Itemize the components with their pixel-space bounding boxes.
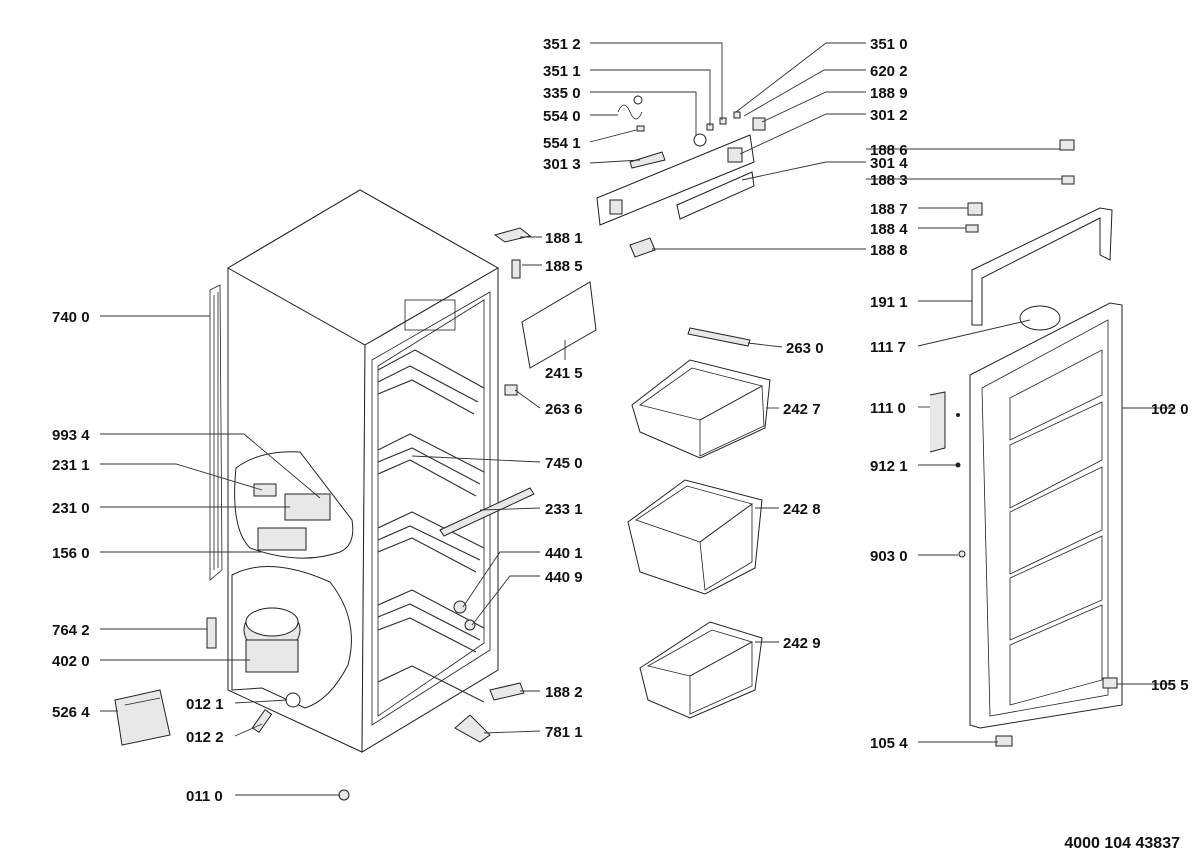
label-1881: 188 1 [545,230,583,247]
door-1020 [969,302,1123,729]
door-seal-1911 [971,207,1113,326]
label-2428: 242 8 [783,501,821,518]
label-1889: 188 9 [870,85,908,102]
label-5541: 554 1 [543,135,581,152]
label-3510: 351 0 [870,36,908,53]
label-7811: 781 1 [545,724,583,741]
label-3350: 335 0 [543,85,581,102]
part-2636 [504,384,518,396]
part-7811 [454,714,491,743]
label-1020: 102 0 [1151,401,1189,418]
control-housing [596,95,766,226]
label-1885: 188 5 [545,258,583,275]
label-3512: 351 2 [543,36,581,53]
label-2630: 263 0 [786,340,824,357]
label-1884: 188 4 [870,221,908,238]
label-1055: 105 5 [1151,677,1189,694]
condenser [209,284,223,581]
document-number: 4000 104 43837 [1064,835,1180,852]
label-7642: 764 2 [52,622,90,639]
label-0121: 012 1 [186,696,224,713]
part-1885 [511,259,521,279]
label-3511: 351 1 [543,63,581,80]
label-6202: 620 2 [870,63,908,80]
relay-box [114,689,171,746]
label-7450: 745 0 [545,455,583,472]
label-1911: 191 1 [870,294,908,311]
label-3014: 301 4 [870,155,908,172]
bar-2331 [439,487,535,537]
part-9030 [958,550,966,558]
capacitor [251,708,273,734]
label-1886: 188 6 [870,142,908,159]
part-1887 [967,202,983,216]
screw-9121 [955,462,961,468]
label-1883: 188 3 [870,172,908,189]
label-0110: 011 0 [186,788,223,805]
label-2331: 233 1 [545,501,583,518]
control-panel-detail [234,451,354,559]
flap-2415 [521,281,597,369]
part-1886 [1059,139,1075,151]
label-9934: 993 4 [52,427,90,444]
label-1054: 105 4 [870,735,908,752]
label-2427: 242 7 [783,401,821,418]
label-2311: 231 1 [52,457,90,474]
label-2415: 241 5 [545,365,583,382]
label-3013: 301 3 [543,156,581,173]
part-4401 [453,600,467,614]
label-1887: 188 7 [870,201,908,218]
label-7400: 740 0 [52,309,90,326]
basket-2428 [627,479,763,595]
part-1884 [965,224,979,233]
part-labels: 351 2 351 1 335 0 554 0 554 1 301 3 351 … [52,36,1189,805]
label-2636: 263 6 [545,401,583,418]
label-5264: 526 4 [52,704,90,721]
label-1560: 156 0 [52,545,90,562]
filter-drier [206,617,217,649]
basket-2427 [631,359,771,459]
part-2630 [687,327,751,347]
label-5540: 554 0 [543,108,581,125]
label-4020: 402 0 [52,653,90,670]
basket-2429 [639,621,763,719]
part-1888 [629,237,656,258]
label-4409: 440 9 [545,569,583,586]
label-0122: 012 2 [186,729,224,746]
label-9121: 912 1 [870,458,908,475]
leader-lines [100,42,1175,796]
label-1110: 111 0 [870,400,906,417]
hinge-part-1881 [493,227,532,243]
label-4401: 440 1 [545,545,583,562]
handle-1110 [929,391,946,453]
foot-screw [338,789,350,801]
label-1888: 188 8 [870,242,908,259]
label-3012: 301 2 [870,107,908,124]
label-1117: 111 7 [870,339,906,356]
part-1883 [1061,175,1075,185]
part-1882 [489,682,525,701]
label-9030: 903 0 [870,548,908,565]
label-2429: 242 9 [783,635,821,652]
hinge-1055 [1102,677,1118,689]
cabinet-shelves [377,349,485,703]
part-4409 [464,619,476,631]
label-1882: 188 2 [545,684,583,701]
compressor-detail [231,566,352,709]
hinge-1054 [995,735,1013,747]
screw-a [956,413,960,417]
label-2310: 231 0 [52,500,90,517]
